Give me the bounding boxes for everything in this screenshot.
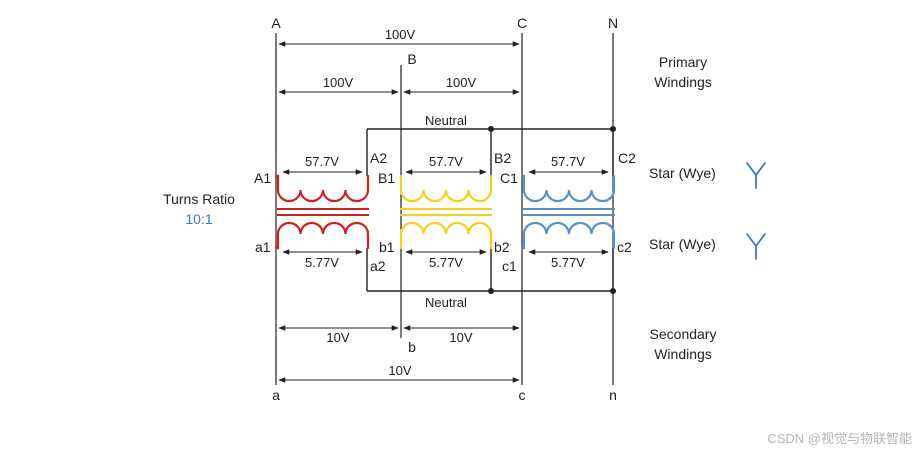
coil-secondary-a (274, 221, 370, 250)
dimension-arrows (278, 41, 609, 383)
line-label-a-secondary: a (272, 387, 280, 403)
voltage-phase-c-secondary: 5.77V (551, 255, 585, 270)
voltage-phase-b-primary: 57.7V (429, 154, 463, 169)
voltage-primary-bc: 100V (446, 75, 477, 90)
coil-secondary-c (520, 221, 616, 250)
voltage-phase-b-secondary: 5.77V (429, 255, 463, 270)
star-secondary-icon (746, 233, 766, 260)
line-label-b: B (407, 51, 416, 67)
star-primary-icon (746, 162, 766, 189)
turns-ratio-value: 10:1 (185, 211, 212, 227)
voltage-phase-a-primary: 57.7V (305, 154, 339, 169)
voltage-secondary-bc: 10V (449, 330, 472, 345)
star-secondary-label: Star (Wye) (649, 236, 716, 252)
voltage-phase-a-secondary: 5.77V (305, 255, 339, 270)
terminal-a1-secondary: a1 (255, 239, 271, 255)
line-label-n-secondary: n (609, 387, 617, 403)
neutral-top-label: Neutral (425, 113, 467, 128)
voltage-primary-ac: 100V (385, 27, 416, 42)
voltage-phase-c-primary: 57.7V (551, 154, 585, 169)
coils (274, 174, 616, 250)
terminal-a1: A1 (254, 170, 271, 186)
voltage-primary-ab: 100V (323, 75, 354, 90)
line-label-c: C (517, 15, 527, 31)
junction-dot (610, 126, 616, 132)
line-label-n: N (608, 15, 618, 31)
voltage-secondary-ac: 10V (388, 363, 411, 378)
junction-dot (610, 288, 616, 294)
neutral-bottom-label: Neutral (425, 295, 467, 310)
secondary-title-line2: Windings (654, 346, 712, 362)
terminal-b1-secondary: b1 (379, 239, 395, 255)
terminal-b2-secondary: b2 (494, 239, 510, 255)
line-label-a: A (271, 15, 281, 31)
primary-title-line2: Windings (654, 74, 712, 90)
star-primary-label: Star (Wye) (649, 165, 716, 181)
junction-dot (488, 126, 494, 132)
cores (277, 208, 615, 216)
terminal-a2: A2 (370, 150, 387, 166)
line-label-b-secondary: b (408, 339, 416, 355)
terminal-c2: C2 (618, 150, 636, 166)
coil-primary-c (520, 174, 616, 203)
junction-dot (488, 288, 494, 294)
turns-ratio-label: Turns Ratio (163, 191, 235, 207)
line-label-c-secondary: c (519, 387, 526, 403)
voltage-secondary-ab: 10V (326, 330, 349, 345)
coil-primary-b (399, 174, 493, 203)
watermark: CSDN @视觉与物联智能 (767, 431, 912, 446)
primary-title-line1: Primary (659, 54, 707, 70)
terminal-b2: B2 (494, 150, 511, 166)
star-symbols (746, 162, 766, 260)
coil-secondary-b (399, 221, 493, 250)
terminal-b1: B1 (378, 170, 395, 186)
terminal-c2-secondary: c2 (617, 239, 632, 255)
terminal-c1-secondary: c1 (502, 258, 517, 274)
terminal-a2-secondary: a2 (370, 258, 386, 274)
terminal-c1: C1 (500, 170, 518, 186)
junction-dots (488, 126, 616, 294)
secondary-title-line1: Secondary (650, 326, 717, 342)
coil-primary-a (274, 174, 370, 203)
